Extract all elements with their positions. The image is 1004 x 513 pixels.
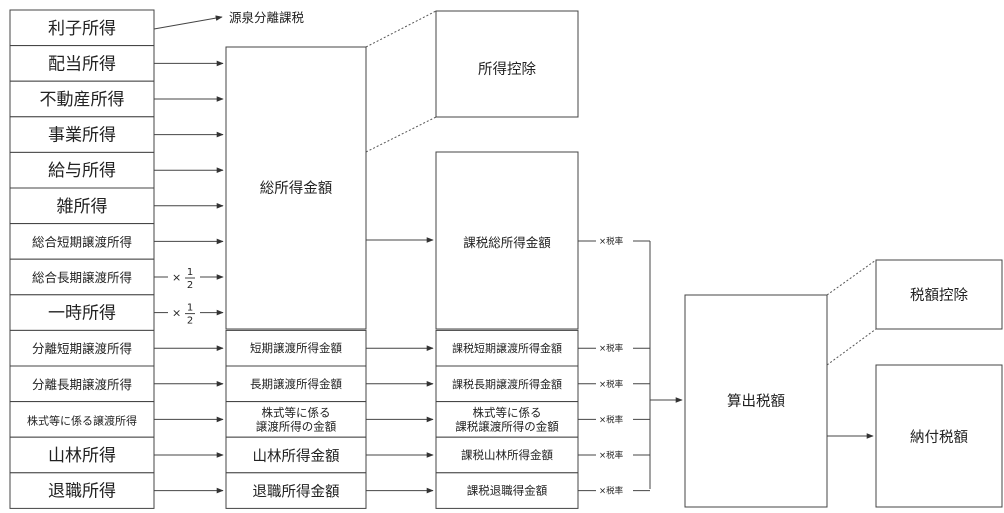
tax-rate-label: ×税率 [599, 343, 624, 354]
separate-amount-column: 短期譲渡所得金額長期譲渡所得金額株式等に係る譲渡所得の金額山林所得金額退職所得金… [154, 329, 367, 509]
computed-tax-label: 算出税額 [727, 393, 785, 410]
total-income-label: 総所得金額 [260, 180, 333, 197]
income-box [9, 401, 155, 438]
separate-amount-label: 長期譲渡所得金額 [250, 377, 342, 391]
half-numerator: 1 [187, 267, 193, 278]
separate-amount-label: 譲渡所得の金額 [256, 419, 337, 433]
income-type-label: 退職所得 [48, 482, 116, 502]
separate-amount-label: 山林所得金額 [253, 448, 340, 465]
half-denominator: 2 [187, 280, 193, 291]
taxable-separate-label: 課税退職得金額 [467, 484, 548, 498]
income-deduction-box [435, 10, 579, 118]
tax-rate-label: ×税率 [599, 236, 624, 247]
income-type-label: 雑所得 [57, 197, 108, 217]
income-deduction-label: 所得控除 [478, 61, 536, 78]
income-type-label: 総合長期譲渡所得 [32, 270, 132, 285]
income-type-label: 株式等に係る譲渡所得 [27, 413, 137, 427]
taxable-separate-box [435, 472, 579, 509]
taxable-total-income-label: 課税総所得金額 [463, 235, 551, 250]
credit-guide-bottom [826, 328, 877, 366]
separate-amount-box [225, 401, 367, 438]
income-box [9, 472, 155, 509]
income-type-label: 山林所得 [48, 446, 116, 466]
half-times: × [172, 307, 181, 320]
tax-rate-label: ×税率 [599, 379, 624, 390]
income-box [9, 80, 155, 118]
taxable-separate-label: 課税長期譲渡所得金額 [452, 377, 562, 391]
taxable-separate-box [435, 329, 579, 367]
income-type-label: 給与所得 [48, 161, 116, 181]
income-type-label: 配当所得 [48, 54, 116, 74]
tax-payable-label: 納付税額 [910, 429, 968, 446]
tax-rate-label: ×税率 [599, 414, 624, 425]
taxable-separate-label: 課税山林所得金額 [461, 448, 553, 462]
source-separate-arrow [153, 15, 223, 30]
income-type-label: 不動産所得 [40, 90, 125, 110]
income-type-label: 事業所得 [48, 126, 116, 146]
half-numerator: 1 [187, 303, 193, 314]
separate-amount-box [225, 472, 367, 509]
source-separate-tax-label: 源泉分離課税 [229, 10, 305, 25]
total-income-box [225, 46, 367, 330]
taxable-total-income-box [435, 151, 579, 330]
income-box [9, 9, 155, 47]
income-type-label: 分離短期譲渡所得 [32, 341, 132, 356]
income-box [9, 45, 155, 82]
taxable-separate-label: 課税譲渡所得の金額 [455, 419, 559, 433]
income-type-label: 一時所得 [48, 304, 116, 324]
tax-rate-column: ×税率 ×税率 ×税率 ×税率 ×税率 ×税率 [578, 236, 650, 497]
income-box [9, 187, 155, 225]
deduction-guide-top [365, 10, 437, 48]
tax-rate-label: ×税率 [599, 450, 624, 461]
taxable-separate-label: 課税短期譲渡所得金額 [452, 341, 562, 355]
income-type-label: 総合短期譲渡所得 [32, 234, 132, 249]
tax-rate-label: ×税率 [599, 486, 624, 497]
separate-amount-box [225, 365, 367, 403]
tax-credit-box [875, 259, 1003, 330]
taxable-separate-column: 課税短期譲渡所得金額課税長期譲渡所得金額株式等に係る課税譲渡所得の金額課税山林所… [366, 329, 579, 509]
computed-tax-box [684, 294, 828, 508]
income-box [9, 258, 155, 296]
half-denominator: 2 [187, 316, 193, 327]
separate-amount-box [225, 436, 367, 474]
income-type-column: 利子所得配当所得不動産所得事業所得給与所得雑所得総合短期譲渡所得総合長期譲渡所得… [9, 9, 155, 509]
credit-guide-top [826, 259, 877, 296]
income-arrows: × 1 2 × 1 2 [154, 60, 224, 327]
deduction-guide-bottom [365, 116, 437, 153]
tax-credit-label: 税額控除 [910, 287, 968, 304]
income-type-label: 利子所得 [48, 19, 116, 39]
half-times: × [172, 271, 181, 284]
taxable-separate-label: 株式等に係る [473, 405, 542, 419]
separate-amount-label: 退職所得金額 [253, 484, 340, 501]
tax-payable-box [875, 364, 1003, 508]
separate-amount-label: 株式等に係る [262, 405, 331, 419]
income-box [9, 329, 155, 367]
separate-amount-label: 短期譲渡所得金額 [250, 341, 342, 355]
income-type-label: 分離長期譲渡所得 [32, 377, 132, 392]
